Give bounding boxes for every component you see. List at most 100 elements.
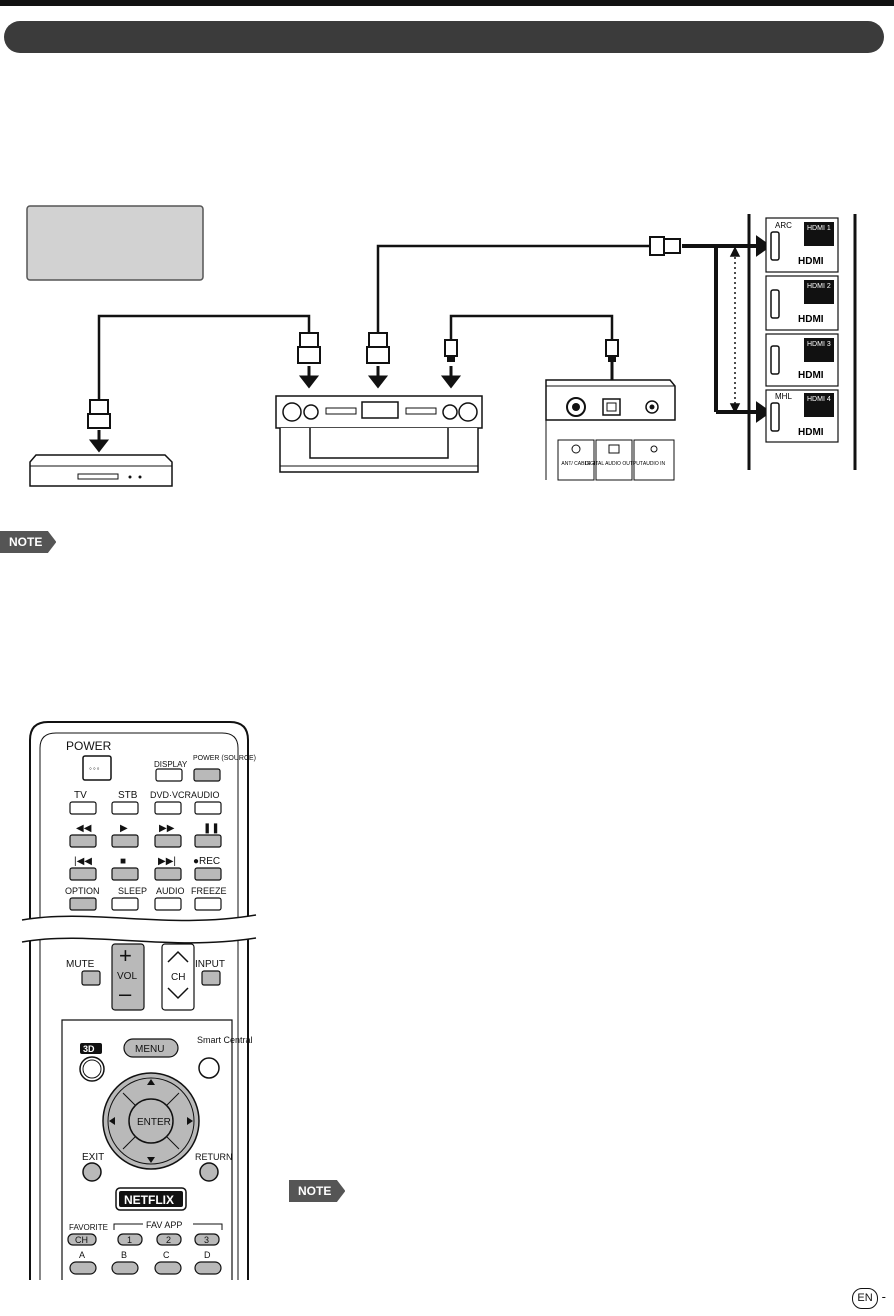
dpad-up-icon bbox=[147, 1079, 155, 1085]
dpad-left-icon bbox=[109, 1117, 115, 1125]
cable-hdmi-tv bbox=[376, 244, 650, 335]
label-audio-top: AUDIO bbox=[191, 790, 220, 800]
label-exit: EXIT bbox=[82, 1152, 104, 1163]
note-badge-bottom: NOTE bbox=[289, 1180, 346, 1202]
port-4-logo: HDMI bbox=[798, 427, 824, 438]
power-button bbox=[82, 755, 112, 781]
label-3d: 3D bbox=[83, 1044, 95, 1054]
label-vol: VOL bbox=[117, 971, 137, 982]
rewind-icon: ◀◀ bbox=[76, 823, 92, 834]
skip-back-button bbox=[69, 867, 97, 881]
play-icon: ▶ bbox=[120, 823, 128, 834]
label-option: OPTION bbox=[65, 886, 100, 896]
note-badge-top: NOTE bbox=[0, 531, 57, 553]
threed-button bbox=[79, 1056, 105, 1082]
label-fav-app: FAV APP bbox=[146, 1220, 182, 1230]
port-2-logo: HDMI bbox=[798, 314, 824, 325]
cable-optical bbox=[449, 314, 614, 340]
tv-button bbox=[69, 801, 97, 815]
port-2-label: HDMI 2 bbox=[807, 283, 831, 290]
dpad-right-icon bbox=[187, 1117, 193, 1125]
mute-button bbox=[81, 970, 101, 986]
fav-app-1-button bbox=[117, 1233, 143, 1246]
audio-source-button bbox=[194, 801, 222, 815]
page-dash: - bbox=[881, 1289, 886, 1304]
label-audio-in: AUDIO IN bbox=[643, 461, 666, 467]
display-button bbox=[155, 768, 183, 782]
label-favorite: FAVORITE bbox=[69, 1223, 108, 1232]
label-rec: ●REC bbox=[193, 856, 220, 867]
label-color-d: D bbox=[204, 1250, 211, 1260]
color-b-button bbox=[111, 1261, 139, 1275]
section-title-bar bbox=[4, 21, 884, 53]
port-3-label: HDMI 3 bbox=[807, 341, 831, 348]
favorite-ch-button bbox=[67, 1233, 97, 1246]
hdmi-plug-1 bbox=[297, 332, 321, 364]
hdmi-plug-3 bbox=[87, 399, 111, 429]
hdmi-port-2: HDMI 2 HDMI bbox=[765, 275, 839, 331]
dpad-down-icon bbox=[147, 1157, 155, 1163]
freeze-button bbox=[194, 897, 222, 911]
input-button bbox=[201, 970, 221, 986]
tv-rear-label-boxes bbox=[557, 439, 675, 481]
label-enter: ENTER bbox=[137, 1117, 171, 1128]
label-audio: AUDIO bbox=[156, 886, 185, 896]
stop-icon: ■ bbox=[120, 856, 126, 867]
av-receiver bbox=[275, 395, 483, 473]
port-3-logo: HDMI bbox=[798, 370, 824, 381]
exit-button bbox=[82, 1162, 102, 1182]
label-stb: STB bbox=[118, 790, 138, 801]
fav-app-bracket bbox=[113, 1223, 223, 1230]
vol-rocker bbox=[111, 943, 145, 1011]
top-rule bbox=[0, 0, 894, 6]
sleep-button bbox=[111, 897, 139, 911]
label-display: DISPLAY bbox=[154, 760, 188, 769]
dpad bbox=[102, 1072, 200, 1170]
label-tv: TV bbox=[74, 790, 87, 801]
tv-rear-inputs bbox=[545, 379, 676, 480]
fav-app-3-button bbox=[194, 1233, 220, 1246]
port-1-logo: HDMI bbox=[798, 256, 824, 267]
label-menu: MENU bbox=[135, 1044, 164, 1055]
optical-plug-2 bbox=[605, 339, 619, 362]
stop-button bbox=[111, 867, 139, 881]
hdmi-port-1: ARC HDMI 1 HDMI bbox=[765, 217, 839, 273]
label-power-source: POWER (SOURCE) bbox=[193, 755, 256, 762]
label-dvd-vcr: DVD·VCR bbox=[150, 790, 192, 800]
skip-forward-icon: ▶▶| bbox=[158, 856, 176, 867]
player-device bbox=[29, 454, 173, 487]
menu-button bbox=[123, 1038, 179, 1058]
label-netflix: NETFLIX bbox=[124, 1193, 174, 1207]
audio-button bbox=[154, 897, 182, 911]
vol-down-icon: – bbox=[119, 981, 132, 1006]
label-fav-3: 3 bbox=[204, 1235, 209, 1245]
threed-badge bbox=[80, 1043, 102, 1054]
label-fav-1: 1 bbox=[127, 1235, 132, 1245]
label-input: INPUT bbox=[195, 959, 225, 970]
label-sleep: SLEEP bbox=[118, 886, 147, 896]
enter-button bbox=[128, 1098, 174, 1144]
option-button bbox=[69, 897, 97, 911]
power-source-button bbox=[193, 768, 221, 782]
dvd-vcr-button bbox=[154, 801, 182, 815]
rec-button bbox=[194, 867, 222, 881]
cable-player bbox=[97, 314, 311, 400]
color-a-button bbox=[69, 1261, 97, 1275]
skip-back-icon: |◀◀ bbox=[74, 856, 92, 867]
label-digital-audio: DIGITAL AUDIO OUTPUT bbox=[585, 461, 643, 467]
label-color-b: B bbox=[121, 1250, 127, 1260]
remote-break bbox=[22, 915, 256, 943]
ch-up-icon bbox=[167, 950, 189, 963]
color-d-button bbox=[194, 1261, 222, 1275]
remote-inner-outline bbox=[39, 732, 239, 1280]
power-dots: ◦◦◦ bbox=[89, 764, 101, 773]
nav-section-frame bbox=[61, 1019, 233, 1280]
netflix-button bbox=[115, 1187, 187, 1211]
label-smart-central: Smart Central bbox=[197, 1035, 253, 1045]
label-fav-2: 2 bbox=[166, 1235, 171, 1245]
color-c-button bbox=[154, 1261, 182, 1275]
port-1-tag: ARC bbox=[775, 221, 792, 230]
vol-up-icon: + bbox=[119, 943, 132, 968]
fast-forward-button bbox=[154, 834, 182, 848]
port-arrows bbox=[682, 235, 772, 423]
